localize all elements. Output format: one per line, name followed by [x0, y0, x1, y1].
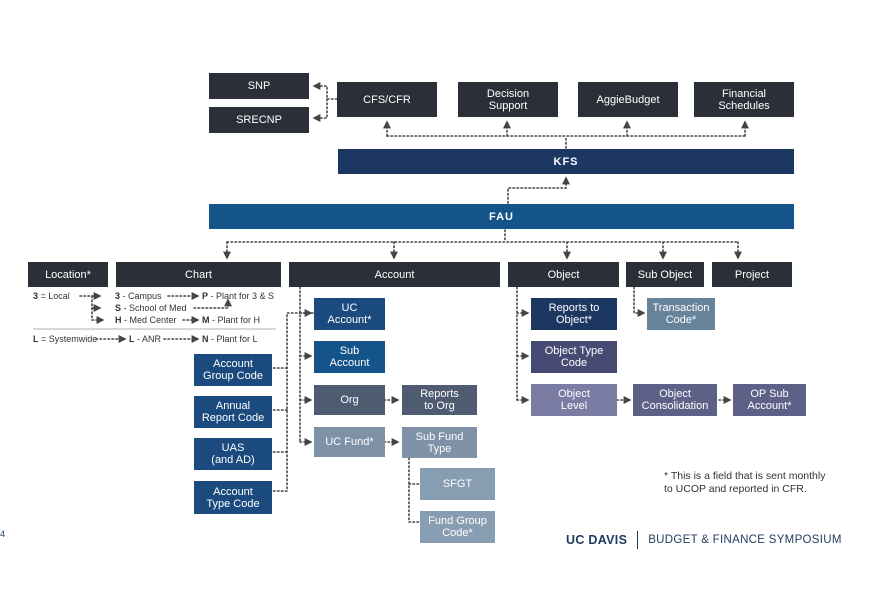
- project-box: Project: [712, 262, 792, 287]
- chart-box: Chart: [116, 262, 281, 287]
- transaction-code-box: Transaction Code*: [647, 298, 715, 330]
- legend-school-of-med: S - School of Med: [115, 303, 187, 313]
- footer-brand: UC DAVIS: [566, 533, 628, 547]
- org-box: Org: [314, 385, 385, 415]
- footnote: * This is a field that is sent monthly t…: [664, 470, 826, 495]
- sub-object-box: Sub Object: [626, 262, 704, 287]
- legend-local: 3 = Local: [33, 291, 70, 301]
- footer-divider: [637, 531, 639, 549]
- snp-box: SNP: [209, 73, 309, 99]
- fau-bar: FAU: [209, 204, 794, 229]
- page-number: 4: [0, 529, 6, 539]
- sub-fund-type-box: Sub Fund Type: [402, 427, 477, 458]
- account-box: Account: [289, 262, 500, 287]
- legend-plant-h: M - Plant for H: [202, 315, 261, 325]
- legend-plant-l: N - Plant for L: [202, 334, 258, 344]
- legend-anr: L - ANR: [129, 334, 162, 344]
- uc-account-box: UC Account*: [314, 298, 385, 330]
- object-box: Object: [508, 262, 619, 287]
- object-consolidation-box: Object Consolidation: [633, 384, 717, 416]
- reports-to-object-box: Reports to Object*: [531, 298, 617, 330]
- account-type-code-box: Account Type Code: [194, 481, 272, 514]
- location-box: Location*: [28, 262, 108, 287]
- footer-event: BUDGET & FINANCE SYMPOSIUM: [648, 534, 842, 546]
- kfs-bar: KFS: [338, 149, 794, 174]
- object-type-code-box: Object Type Code: [531, 341, 617, 373]
- srecnp-box: SRECNP: [209, 107, 309, 133]
- uc-fund-box: UC Fund*: [314, 427, 385, 457]
- legend-med-center: H - Med Center: [115, 315, 177, 325]
- sfgt-box: SFGT: [420, 468, 495, 500]
- aggiebudget-box: AggieBudget: [578, 82, 678, 117]
- uas-box: UAS (and AD): [194, 438, 272, 470]
- annual-report-code-box: Annual Report Code: [194, 396, 272, 428]
- decision-support-box: Decision Support: [458, 82, 558, 117]
- sub-account-box: Sub Account: [314, 341, 385, 373]
- op-sub-account-box: OP Sub Account*: [733, 384, 806, 416]
- cfs-cfr-box: CFS/CFR: [337, 82, 437, 117]
- legend-systemwide: L = Systemwide: [33, 334, 98, 344]
- footer: UC DAVIS BUDGET & FINANCE SYMPOSIUM: [566, 531, 842, 549]
- legend-plant-3s: P - Plant for 3 & S: [202, 291, 275, 301]
- financial-schedules-box: Financial Schedules: [694, 82, 794, 117]
- fund-group-code-box: Fund Group Code*: [420, 511, 495, 543]
- object-level-box: Object Level: [531, 384, 617, 416]
- legend-campus: 3 - Campus: [115, 291, 162, 301]
- reports-to-org-box: Reports to Org: [402, 385, 477, 415]
- account-group-code-box: Account Group Code: [194, 354, 272, 386]
